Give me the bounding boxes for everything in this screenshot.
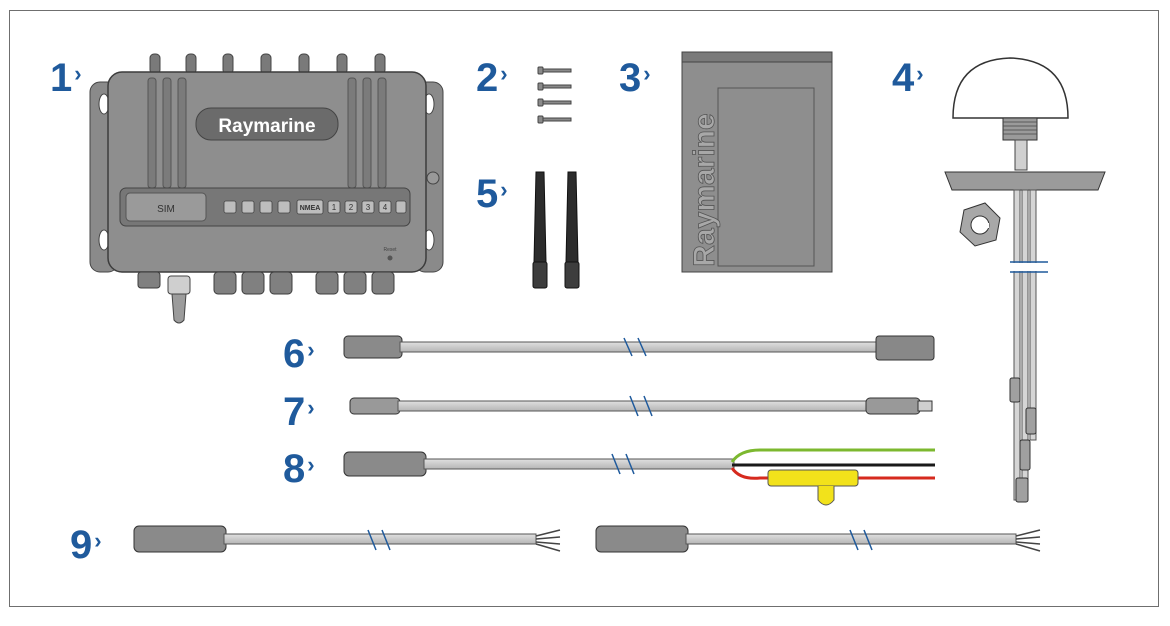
callout-4-arrow: › bbox=[916, 61, 924, 86]
callout-3-number: 3 bbox=[619, 56, 642, 100]
callout-3: 3› bbox=[619, 58, 651, 98]
callout-5: 5› bbox=[476, 174, 508, 214]
callout-3-arrow: › bbox=[643, 61, 651, 86]
callout-8-number: 8 bbox=[283, 447, 306, 491]
port-label-1: 1 bbox=[332, 203, 337, 212]
cable-7 bbox=[349, 395, 933, 417]
callout-9: 9› bbox=[70, 525, 102, 565]
screws bbox=[537, 66, 572, 124]
callout-6: 6› bbox=[283, 334, 315, 374]
callout-2-number: 2 bbox=[476, 56, 499, 100]
wifi-antennas bbox=[532, 171, 580, 289]
unit-brand-logo: Raymarine bbox=[218, 116, 315, 137]
callout-7-number: 7 bbox=[283, 390, 306, 434]
callout-9-arrow: › bbox=[94, 528, 102, 553]
callout-1: 1› bbox=[50, 58, 82, 98]
port-label-2: 2 bbox=[349, 203, 354, 212]
gnss-antenna bbox=[944, 57, 1106, 503]
callout-4-number: 4 bbox=[892, 56, 915, 100]
callout-7: 7› bbox=[283, 392, 315, 432]
callout-6-arrow: › bbox=[307, 337, 315, 362]
cable-9-a bbox=[133, 525, 561, 553]
port-label-4: 4 bbox=[383, 203, 388, 212]
callout-5-number: 5 bbox=[476, 172, 499, 216]
callout-8: 8› bbox=[283, 449, 315, 489]
callout-6-number: 6 bbox=[283, 332, 306, 376]
sim-slot-label: SIM bbox=[157, 204, 175, 215]
port-label-3: 3 bbox=[366, 203, 371, 212]
callout-4: 4› bbox=[892, 58, 924, 98]
main-unit: Raymarine SIM NMEA 1 2 3 4 bbox=[89, 53, 444, 324]
callout-8-arrow: › bbox=[307, 452, 315, 477]
callout-1-arrow: › bbox=[74, 61, 82, 86]
cable-6 bbox=[343, 335, 935, 361]
cable-8 bbox=[343, 448, 935, 506]
document-brand: Raymarine bbox=[688, 113, 721, 266]
reset-label: Reset bbox=[383, 247, 397, 253]
callout-2: 2› bbox=[476, 58, 508, 98]
nmea-indicator-label: NMEA bbox=[300, 205, 321, 212]
callout-2-arrow: › bbox=[500, 61, 508, 86]
cable-9-b bbox=[595, 525, 1041, 553]
document: Raymarine bbox=[681, 51, 833, 273]
callout-7-arrow: › bbox=[307, 395, 315, 420]
callout-1-number: 1 bbox=[50, 56, 73, 100]
callout-5-arrow: › bbox=[500, 177, 508, 202]
callout-9-number: 9 bbox=[70, 523, 93, 567]
